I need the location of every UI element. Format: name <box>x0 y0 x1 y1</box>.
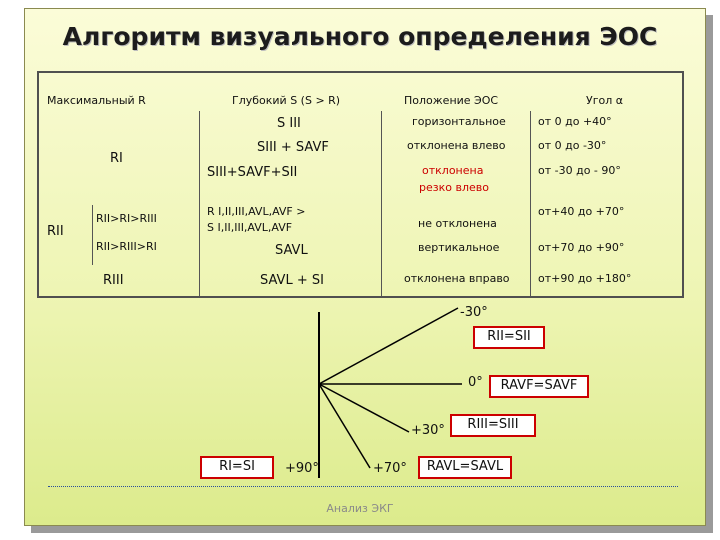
box-riii-siii: RIII=SIII <box>450 414 536 437</box>
box-ravf-savf: RAVF=SAVF <box>489 375 589 398</box>
angle-90-to-180: от+90 до +180° <box>538 272 632 285</box>
s-avl-plus-s-i: SAVL + SI <box>260 273 324 288</box>
label-rii: RII <box>47 224 64 239</box>
box-ravl-savl: RAVL=SAVL <box>418 456 512 479</box>
header-deep-s: Глубокий S (S > R) <box>232 94 341 107</box>
s-iii-plus-s-avf: SIII + SAVF <box>257 140 329 155</box>
box-rii-sii: RII=SII <box>473 326 545 349</box>
eos-table <box>37 71 684 298</box>
angle-0-to-40: от 0 до +40° <box>538 115 612 128</box>
s-avl: SAVL <box>275 243 308 258</box>
label-ri: RI <box>110 151 123 166</box>
header-max-r: Максимальный R <box>47 94 146 107</box>
header-angle: Угол α <box>586 94 623 107</box>
label-rii-riii-ri: RII>RIII>RI <box>96 240 157 253</box>
angle-40-to-70: от+40 до +70° <box>538 205 625 218</box>
col-divider-3 <box>381 111 382 296</box>
slide-title: Алгоритм визуального определения ЭОС <box>62 22 658 51</box>
pos-vertical: вертикальное <box>418 241 500 254</box>
angle-label-plus90: +90° <box>285 461 319 476</box>
axis-line-minus30 <box>318 307 459 385</box>
col-divider-1 <box>92 205 93 265</box>
angle-label-minus30: -30° <box>460 305 488 320</box>
label-rii-ri-riii: RII>RI>RIII <box>96 212 157 225</box>
pos-left: отклонена влево <box>407 139 506 152</box>
angle-minus30-to-minus90: от -30 до - 90° <box>538 164 621 177</box>
axis-line-plus30 <box>318 383 410 433</box>
angle-0-to-minus30: от 0 до -30° <box>538 139 607 152</box>
s-all-leads: S I,II,III,AVL,AVF <box>207 221 293 234</box>
angle-label-zero: 0° <box>468 375 483 390</box>
s-iii-plus-s-avf-plus-s-ii: SIII+SAVF+SII <box>207 165 298 180</box>
r-all-leads: R I,II,III,AVL,AVF > <box>207 205 306 218</box>
footer-label: Анализ ЭКГ <box>326 502 394 515</box>
slide <box>24 8 706 526</box>
col-divider-4 <box>530 111 531 296</box>
axis-line-plus70 <box>318 383 371 469</box>
pos-sharp-left-1: отклонена <box>422 164 484 177</box>
header-eos-position: Положение ЭОС <box>404 94 499 107</box>
col-divider-2 <box>199 111 200 296</box>
pos-horizontal: горизонтальное <box>412 115 506 128</box>
s-iii: S III <box>277 116 301 131</box>
pos-not-deviated: не отклонена <box>418 217 497 230</box>
pos-sharp-left-2: резко влево <box>419 181 489 194</box>
pos-right: отклонена вправо <box>404 272 510 285</box>
angle-label-plus70: +70° <box>373 461 407 476</box>
box-ri-si: RI=SI <box>200 456 274 479</box>
label-riii: RIII <box>103 273 124 288</box>
angle-label-plus30: +30° <box>411 423 445 438</box>
footer-divider <box>48 486 678 487</box>
angle-70-to-90: от+70 до +90° <box>538 241 625 254</box>
